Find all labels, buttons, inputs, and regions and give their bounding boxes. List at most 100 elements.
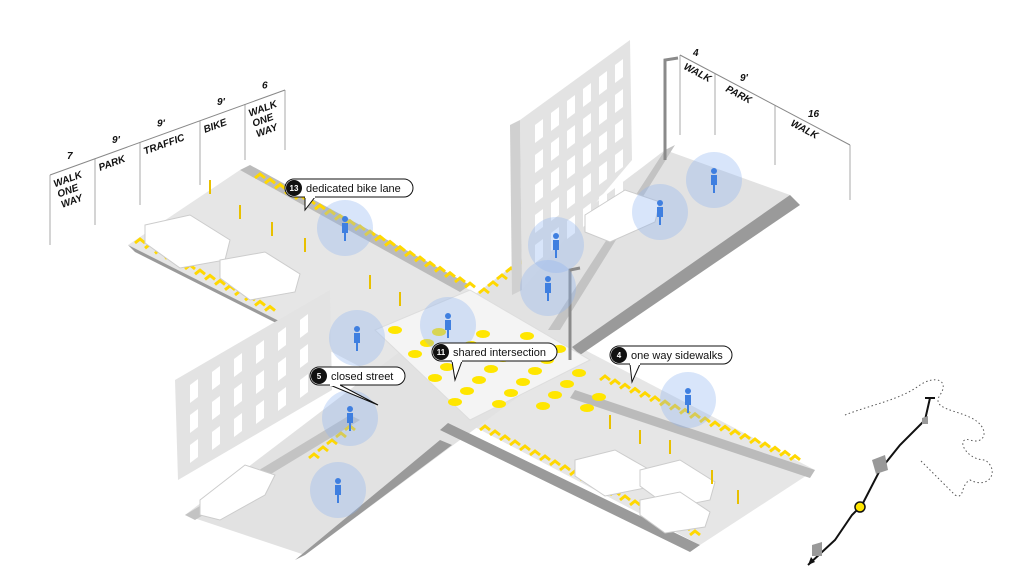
callout: 11 shared intersection <box>431 342 558 382</box>
location-marker <box>854 501 866 513</box>
sidewalk-edge-2 <box>572 195 800 355</box>
chevron-mark <box>364 229 376 237</box>
callout-number-badge <box>311 368 327 384</box>
person-icon <box>685 388 691 394</box>
dimension-label: WALK <box>682 62 714 86</box>
chevron-mark <box>519 444 531 452</box>
yellow-dot <box>520 332 534 340</box>
chevron-mark <box>759 441 771 449</box>
window <box>599 131 607 155</box>
window <box>551 107 559 131</box>
yellow-dot <box>388 326 402 334</box>
callout-number-badge <box>433 344 449 360</box>
chevron-mark <box>769 445 781 453</box>
yellow-dot <box>528 367 542 375</box>
chevron-mark <box>434 265 446 273</box>
callout-number-badge <box>611 347 627 363</box>
window <box>212 366 220 390</box>
chevron-mark <box>254 172 266 180</box>
chevron-mark <box>749 437 761 445</box>
window <box>256 400 264 424</box>
person-icon <box>545 276 551 282</box>
window <box>234 383 242 407</box>
window <box>583 83 591 107</box>
dimension-value: 9' <box>157 119 166 130</box>
sidewalk-edge-3 <box>440 423 700 552</box>
window <box>190 379 198 403</box>
callout-number: 4 <box>617 351 622 360</box>
chevron-mark <box>374 234 386 242</box>
chevron-mark <box>549 459 561 467</box>
chevron-mark <box>479 424 491 432</box>
chevron-mark <box>629 499 641 507</box>
dimension-label: TRAFFIC <box>142 132 187 157</box>
chevron-mark <box>404 250 416 258</box>
pedestrian-with-distance-halo <box>317 200 373 256</box>
window <box>278 387 286 411</box>
callout-text: shared intersection <box>453 347 546 359</box>
chevron-mark <box>529 449 541 457</box>
pedestrian-with-distance-halo <box>322 390 378 446</box>
window <box>599 101 607 125</box>
dimension-label: WALKONEWAY <box>52 169 92 210</box>
callout-number: 11 <box>437 348 446 357</box>
chevron-mark <box>324 208 336 216</box>
window <box>551 167 559 191</box>
yellow-dot <box>536 402 550 410</box>
window <box>551 137 559 161</box>
cars <box>144 189 716 534</box>
person-icon <box>657 200 663 206</box>
window <box>190 439 198 463</box>
person-icon <box>445 313 451 319</box>
chevron-mark <box>317 445 329 453</box>
chevron-mark <box>489 429 501 437</box>
chevron-mark <box>629 386 641 394</box>
dimension-label: BIKE <box>202 117 229 136</box>
yellow-dot <box>484 365 498 373</box>
pedestrians <box>310 152 742 518</box>
chevron-mark <box>669 403 681 411</box>
window <box>300 344 308 368</box>
pedestrian-with-distance-halo <box>632 184 688 240</box>
chevron-mark <box>779 449 791 457</box>
yellow-dot <box>492 400 506 408</box>
chevron-mark <box>478 287 490 295</box>
callout-text: one way sidewalks <box>631 350 723 362</box>
dimension-label: WALKONEWAY <box>247 99 287 140</box>
chevron-mark <box>394 244 406 252</box>
window <box>278 327 286 351</box>
window <box>212 396 220 420</box>
window <box>583 173 591 197</box>
pedestrian-with-distance-halo <box>520 260 576 316</box>
chevron-mark <box>649 395 661 403</box>
chevron-mark <box>559 464 571 472</box>
yellow-dot <box>592 393 606 401</box>
window <box>583 113 591 137</box>
dimensions-right <box>679 54 851 200</box>
yellow-dot <box>448 398 462 406</box>
pedestrian-with-distance-halo <box>310 462 366 518</box>
window <box>599 71 607 95</box>
yellow-dot <box>572 369 586 377</box>
chevron-mark <box>204 273 216 281</box>
callout-number: 5 <box>317 372 322 381</box>
sidewalk-edge-1 <box>128 245 290 330</box>
curb-se <box>570 390 815 478</box>
lamp-posts <box>568 56 679 360</box>
callout-number-badge <box>286 180 302 196</box>
window <box>615 149 623 173</box>
chevron-mark <box>659 399 671 407</box>
chevron-mark <box>326 438 338 446</box>
chevron-mark <box>539 454 551 462</box>
person-icon <box>354 326 360 332</box>
window <box>300 314 308 338</box>
chevron-mark <box>274 182 286 190</box>
pedestrian-with-distance-halo <box>528 217 584 273</box>
window <box>535 119 543 143</box>
person-icon <box>553 233 559 239</box>
yellow-dot <box>420 339 434 347</box>
yellow-dot <box>408 350 422 358</box>
window <box>300 374 308 398</box>
